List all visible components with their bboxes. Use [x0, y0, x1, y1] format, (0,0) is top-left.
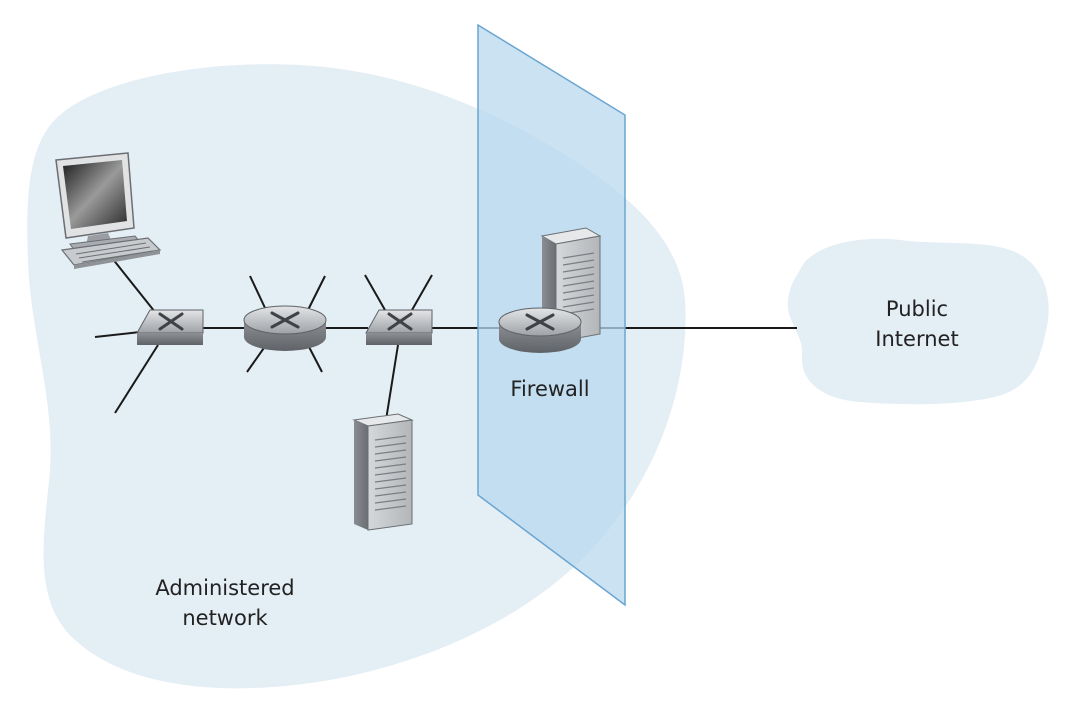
- network-links: [94, 257, 797, 421]
- switch-icon: [136, 309, 204, 345]
- public-internet-label-line1: Public: [885, 297, 949, 321]
- router-icon: [498, 307, 582, 353]
- firewall-label: Firewall: [490, 374, 610, 404]
- computer-icon: [55, 152, 162, 269]
- administered-network-label: Administered network: [135, 573, 315, 633]
- public-internet-label: Public Internet: [857, 294, 977, 354]
- firewall-label-text: Firewall: [510, 377, 590, 401]
- server-icon: [352, 413, 414, 531]
- internet-cloud: [787, 238, 1049, 405]
- administered-network-label-line2: network: [182, 606, 268, 630]
- router-icon: [243, 305, 327, 351]
- switch-icon: [365, 309, 433, 345]
- administered-network-label-line1: Administered: [155, 576, 295, 600]
- public-internet-label-line2: Internet: [875, 327, 959, 351]
